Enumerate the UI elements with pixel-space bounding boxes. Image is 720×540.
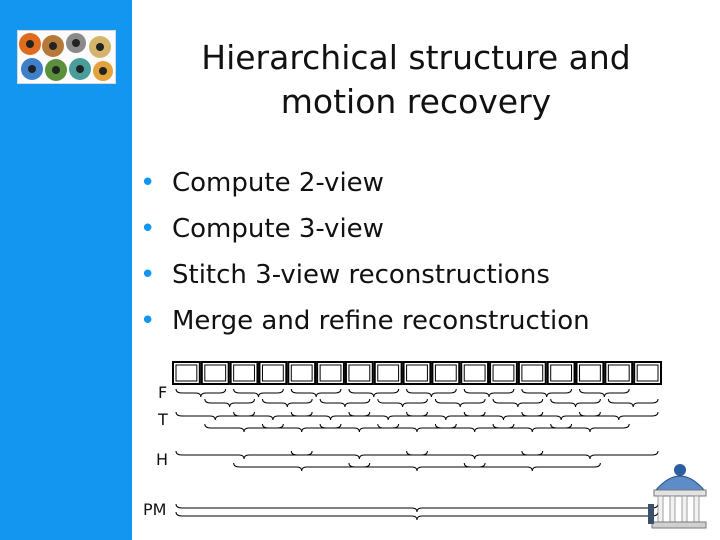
h-brace [463,462,601,472]
row-label-f: F [158,383,168,402]
frame-box-inner [319,364,342,382]
frame-box-inner [348,364,371,382]
frame-box [200,361,230,385]
bullet-item: • Compute 3-view [140,206,590,252]
frame-box-inner [636,364,659,382]
pm-brace [175,503,659,513]
f-brace [204,398,255,408]
frame-box-inner [204,364,227,382]
bullet-list: • Compute 2-view • Compute 3-view • Stitch … [140,160,590,344]
frame-box-inner [290,364,313,382]
frame-box [546,361,576,385]
frame-box [316,361,345,385]
frame-box [431,361,461,385]
frame-box-inner [579,364,601,382]
f-brace [550,398,601,408]
bullet-dot-icon: • [140,306,156,336]
bullet-dot-icon: • [140,214,156,244]
frame-box-inner [607,364,630,382]
frame-box-inner [550,364,573,382]
frame-box [604,361,634,385]
f-brace [233,388,284,398]
frame-box-inner [521,364,544,382]
frame-box-inner [175,364,198,382]
pm-brace [175,511,659,521]
f-brace [348,388,400,398]
h-brace [521,450,659,460]
frame-box [575,361,605,385]
frame-box [229,361,259,385]
frame-box-inner [377,364,400,382]
t-brace [550,423,630,433]
f-brace [290,388,342,398]
bullet-text: Compute 3-view [172,214,384,244]
frame-box [373,361,403,385]
f-brace [463,388,515,398]
row-label-pm: PM [143,500,167,519]
frame-box-inner [463,364,486,382]
f-brace [434,398,486,408]
bullet-item: • Stitch 3-view reconstructions [140,252,590,298]
frame-box [258,361,288,385]
frame-box [344,361,374,385]
f-brace [377,398,428,408]
frame-box-inner [434,364,457,382]
frame-box [402,361,432,385]
frame-box [287,361,317,385]
slide-title: Hierarchical structure and motion recove… [201,38,631,121]
frame-box [172,361,201,385]
frame-box [633,361,662,385]
frame-box-inner [406,364,428,382]
frame-box [489,361,518,385]
frame-box [517,361,547,385]
sidebar-panel [0,0,132,540]
row-label-t: T [158,410,168,429]
eye-iris-icon [19,33,113,81]
eye-iris-logo [17,30,116,84]
f-brace [406,388,457,398]
frame-box [460,361,490,385]
f-brace [319,398,371,408]
f-brace [492,398,544,408]
t-brace [579,411,659,421]
f-brace [261,398,313,408]
bullet-dot-icon: • [140,168,156,198]
dome-building-icon [648,460,708,536]
bullet-item: • Merge and refine reconstruction [140,298,590,344]
bullet-text: Compute 2-view [172,168,384,198]
f-brace [607,398,659,408]
f-brace [521,388,573,398]
f-brace [175,388,227,398]
bullet-dot-icon: • [140,260,156,290]
f-brace [579,388,630,398]
bullet-text: Merge and refine reconstruction [172,306,590,336]
frame-box-inner [492,364,515,382]
bullet-item: • Compute 2-view [140,160,590,206]
row-label-h: H [156,450,169,469]
bullet-text: Stitch 3-view reconstructions [172,260,550,290]
frame-box-inner [261,364,284,382]
frame-box-inner [233,364,255,382]
